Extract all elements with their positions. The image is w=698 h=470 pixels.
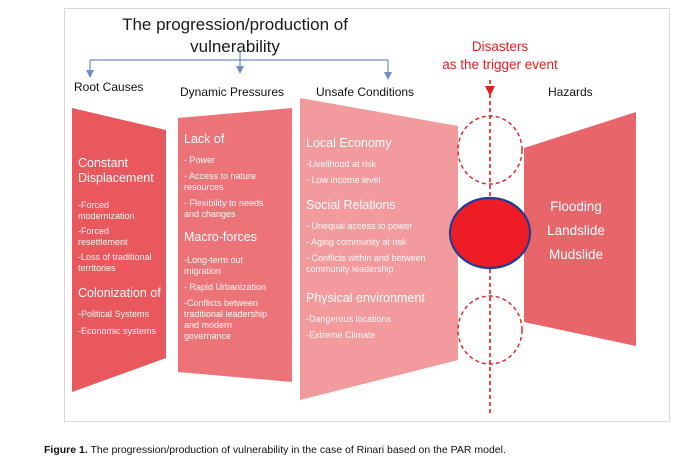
header-unsafe-conditions: Unsafe Conditions	[316, 85, 415, 99]
disasters-line-1: Disasters	[471, 39, 529, 54]
dynamic-item: -Conflicts between	[184, 298, 259, 308]
hazards-block	[524, 112, 636, 346]
unsafe-item: - Low income level	[306, 175, 381, 185]
root-causes-text: Constant Displacement -Forced modernizat…	[78, 156, 164, 337]
unsafe-conditions-text: Local Economy -Livelihood at risk - Low …	[306, 136, 456, 341]
unsafe-heading-2: Social Relations	[306, 198, 396, 212]
dynamic-pressures-text: Lack of - Power - Access to nature resou…	[184, 132, 290, 342]
unsafe-item: - Unequal access to power	[306, 221, 413, 231]
dynamic-item: and modern	[184, 320, 233, 330]
title-line-1: The progression/production of	[122, 15, 348, 34]
dynamic-item: migration	[184, 266, 222, 276]
dynamic-item: - Flexibility to needs	[184, 198, 264, 208]
disaster-ellipse	[448, 196, 532, 270]
root-item: modernization	[78, 211, 135, 221]
dynamic-item: and changes	[184, 209, 236, 219]
root-causes-block	[72, 108, 166, 392]
disasters-label: Disasters as the trigger event	[430, 38, 570, 74]
trigger-arrowhead-top	[485, 86, 495, 96]
caption-label: Figure 1.	[44, 444, 88, 456]
root-heading-1a: Constant	[78, 156, 129, 170]
dynamic-item: traditional leadership	[184, 309, 268, 319]
dynamic-item: governance	[184, 331, 232, 341]
header-hazards: Hazards	[548, 85, 593, 99]
unsafe-item: -Livelihood at risk	[306, 159, 377, 169]
unsafe-item: -Extreme Climate	[306, 330, 376, 340]
hazard-item: Flooding	[550, 199, 602, 214]
root-item: -Loss of traditional	[78, 252, 152, 262]
unsafe-item: - Conflicts within and between	[306, 253, 426, 263]
figure-caption: Figure 1. The progression/production of …	[44, 444, 684, 456]
unsafe-heading-1: Local Economy	[306, 136, 392, 150]
disasters-line-2: as the trigger event	[442, 57, 558, 72]
unsafe-item: community leadership	[306, 264, 394, 274]
root-heading-1b: Displacement	[78, 171, 154, 185]
unsafe-heading-3: Physical environment	[306, 291, 425, 305]
unsafe-item: -Dangerous locations	[306, 314, 392, 324]
header-root-causes: Root Causes	[74, 80, 144, 94]
header-dynamic-pressures: Dynamic Pressures	[180, 85, 285, 99]
pressure-ellipse-bottom	[457, 295, 523, 365]
dynamic-item: -Long-term out	[184, 255, 244, 265]
root-item: -Political Systems	[78, 309, 150, 319]
unsafe-item: - Aging community at risk	[306, 237, 407, 247]
dynamic-item: - Power	[184, 155, 216, 165]
hazard-item: Mudslide	[548, 247, 604, 262]
caption-text: The progression/production of vulnerabil…	[90, 444, 506, 456]
root-heading-2: Colonization of	[78, 286, 161, 300]
dynamic-heading-1: Lack of	[184, 132, 225, 146]
arrowhead-right	[384, 72, 392, 80]
dynamic-heading-2: Macro-forces	[184, 230, 257, 244]
arrowhead-left	[86, 70, 94, 78]
root-item: resettlement	[78, 237, 128, 247]
root-item: -Economic systems	[78, 326, 157, 336]
hazards-text: Flooding Landslide Mudslide	[536, 195, 616, 267]
root-item: territories	[78, 263, 116, 273]
diagram-title: The progression/production of vulnerabil…	[100, 14, 370, 58]
root-item: -Forced	[78, 200, 110, 210]
dynamic-item: - Rapid Urbanization	[184, 282, 267, 292]
pressure-ellipse-top	[457, 115, 523, 185]
dynamic-item: resources	[184, 182, 224, 192]
root-item: -Forced	[78, 226, 110, 236]
title-line-2: vulnerability	[190, 37, 280, 56]
dynamic-item: - Access to nature	[184, 171, 257, 181]
arrowhead-mid	[236, 66, 244, 74]
hazard-item: Landslide	[547, 223, 605, 238]
dynamic-pressures-block	[178, 108, 292, 382]
unsafe-conditions-block	[300, 98, 458, 400]
